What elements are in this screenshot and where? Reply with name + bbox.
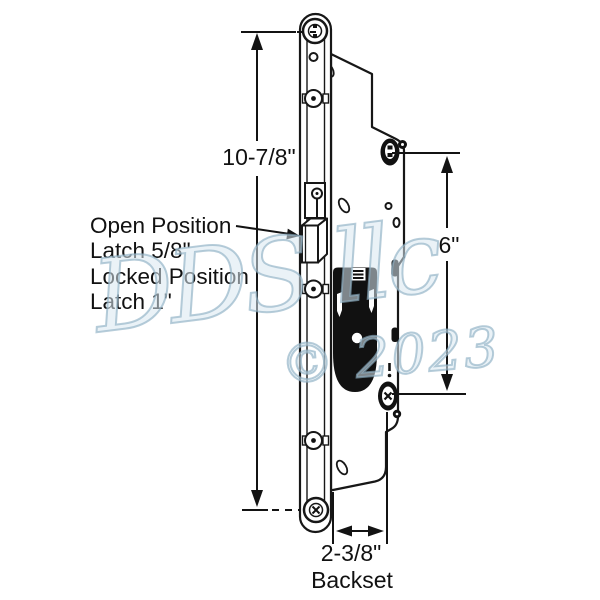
annotation-line-2: Latch 5/8" [90, 238, 191, 263]
annotation-line-4: Latch 1" [90, 289, 172, 314]
body-screw-bottom [378, 363, 402, 419]
faceplate [298, 12, 333, 534]
label-backset-value: 2-3/8" [321, 540, 382, 566]
label-backset-caption: Backset [311, 567, 393, 593]
dimension-backset: 2-3/8" Backset [311, 412, 394, 593]
case-slot-left [337, 292, 342, 317]
body-screw-top [380, 138, 407, 166]
edge-slot-upper [391, 259, 399, 277]
mount-slot-bottom [335, 459, 349, 476]
body-hole-oval [392, 217, 401, 228]
mount-slot-middle [337, 197, 351, 214]
faceplate-screw-middle [301, 279, 330, 299]
latch-bolt [301, 217, 328, 264]
case-slot-right [369, 289, 374, 313]
dimension-body-height: 6" [392, 152, 466, 395]
latch-annotation: Open Position Latch 5/8" Locked Position… [90, 213, 300, 314]
edge-slot-lower [391, 327, 399, 342]
faceplate-outline [298, 12, 333, 534]
lock-case [333, 267, 377, 392]
case-center-hole [351, 332, 363, 344]
lock-body [322, 52, 407, 492]
faceplate-screw-upper [301, 89, 330, 108]
dimension-faceplate-height: 10-7/8" [222, 31, 316, 511]
label-body-height: 6" [439, 232, 460, 258]
faceplate-screw-lower [301, 431, 330, 450]
annotation-line-1: Open Position [90, 213, 231, 238]
body-hole-small [384, 202, 393, 210]
label-faceplate-height: 10-7/8" [222, 144, 295, 170]
faceplate-hole-small [308, 52, 319, 62]
faceplate-screw-bottom [302, 496, 330, 524]
annotation-line-3: Locked Position [90, 264, 249, 289]
